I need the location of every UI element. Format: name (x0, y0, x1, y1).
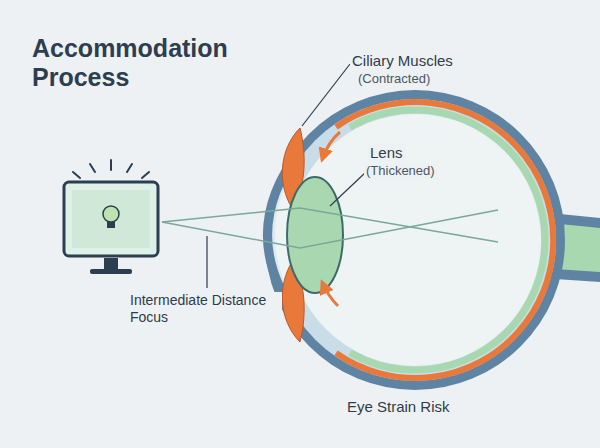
contraction-arrow (322, 282, 338, 306)
part-note: (Thickened) (364, 163, 437, 179)
callout-label: Intermediate Distance Focus (128, 292, 282, 326)
monitor-icon (64, 160, 158, 274)
part-label: Ciliary Muscles (350, 52, 455, 70)
diagram-title: Accommodation Process (30, 34, 234, 92)
part-label: Lens (368, 144, 405, 162)
sclera-inner (274, 99, 556, 381)
note-label: Eye Strain Risk (345, 398, 452, 416)
contraction-arrow (322, 132, 340, 160)
leader-line (330, 172, 366, 206)
part-note: (Contracted) (356, 71, 432, 87)
sclera (265, 90, 565, 390)
lens (287, 177, 343, 293)
light-rays (162, 208, 498, 248)
leader-line (206, 236, 207, 288)
leader-line (302, 64, 350, 126)
